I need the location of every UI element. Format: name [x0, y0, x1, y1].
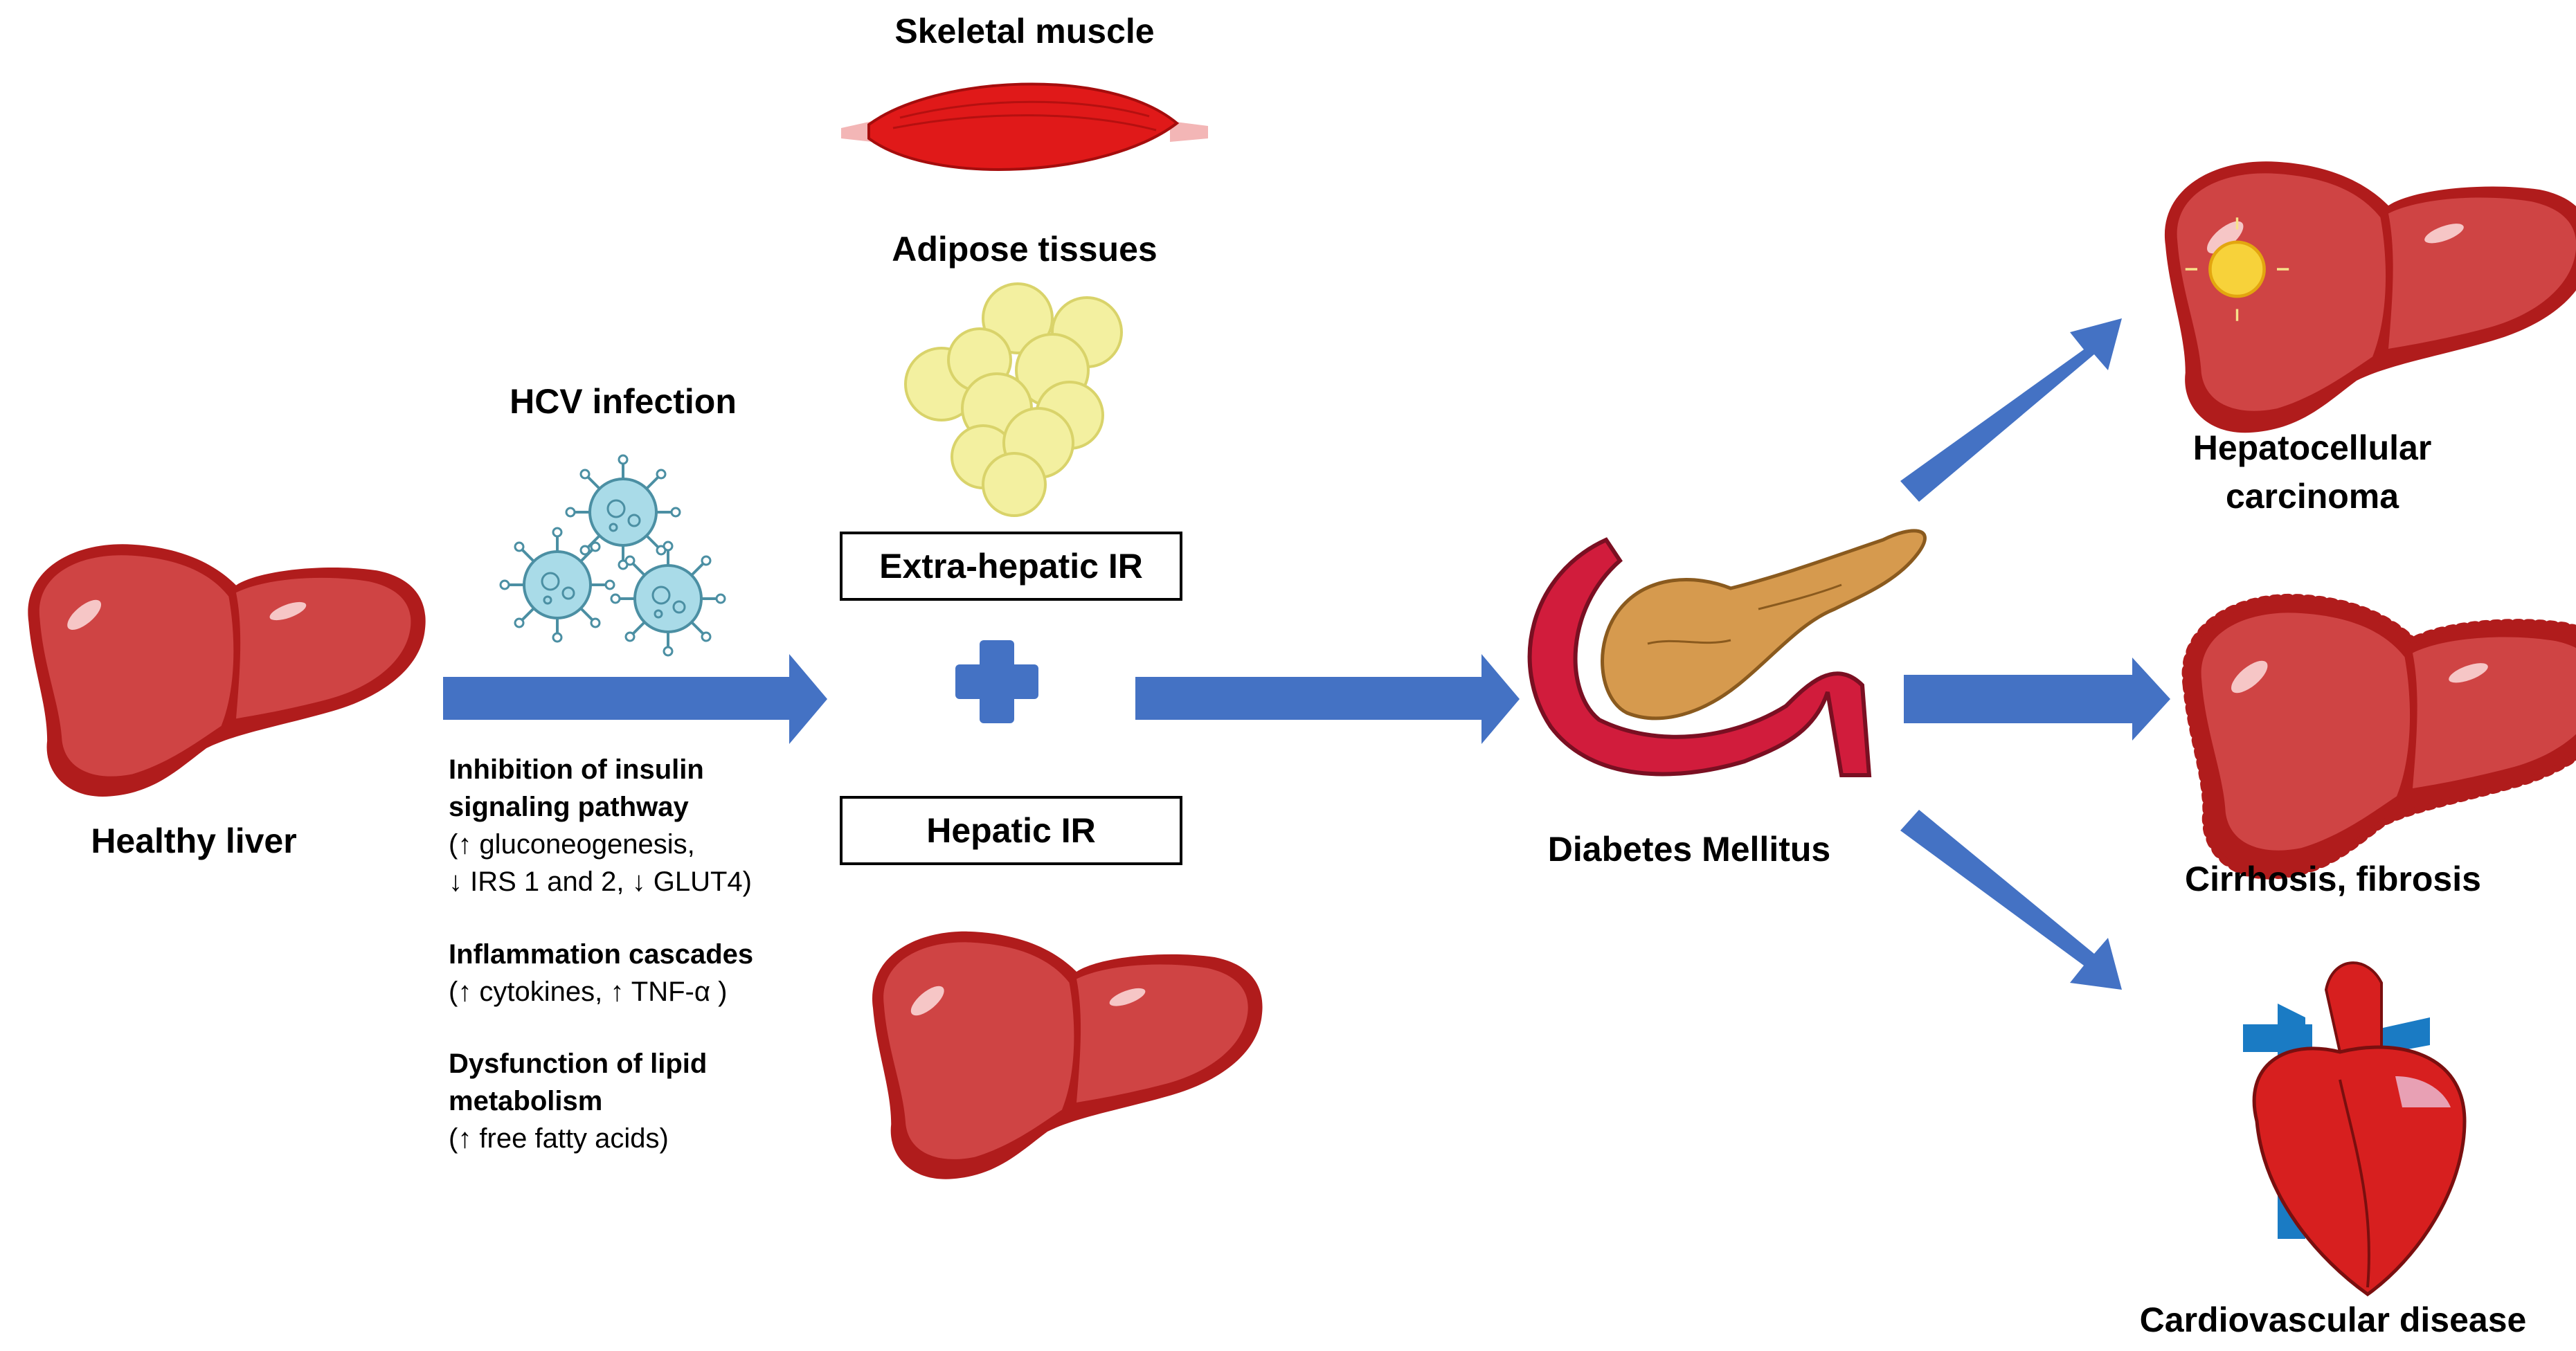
mechanism-detail: (↑ cytokines, ↑ TNF-α )	[449, 977, 728, 1007]
mechanism-detail: (↑ free fatty acids)	[449, 1123, 669, 1154]
mechanism-lipid-metabolism: Dysfunction of lipid metabolism (↑ free …	[449, 1045, 707, 1157]
extra-hepatic-ir-box: Extra-hepatic IR	[840, 532, 1182, 601]
skeletal-muscle-illustration	[841, 82, 1208, 171]
mechanism-inflammation: Inflammation cascades (↑ cytokines, ↑ TN…	[449, 936, 753, 1010]
cirrhosis-fibrosis-label: Cirrhosis, fibrosis	[2185, 860, 2481, 898]
pancreas-illustration	[1527, 529, 1927, 777]
healthy-liver-label: Healthy liver	[91, 822, 297, 860]
mechanism-detail: ↓ IRS 1 and 2, ↓ GLUT4)	[449, 867, 752, 897]
hcc-label-line2: carcinoma	[2225, 477, 2399, 516]
hepatic-ir-box: Hepatic IR	[840, 796, 1182, 865]
diabetes-mellitus-label: Diabetes Mellitus	[1547, 830, 1831, 869]
hcv-infection-label: HCV infection	[510, 382, 737, 421]
arrow-to-cardiovascular	[1900, 810, 2122, 990]
hepatocellular-carcinoma-label: Hepatocellular carcinoma	[2132, 424, 2492, 520]
adipose-tissues-label: Adipose tissues	[892, 230, 1158, 269]
arrow-ir-to-diabetes	[1135, 654, 1520, 744]
mechanism-heading: Inhibition of insulin	[449, 754, 704, 785]
mechanism-heading: Inflammation cascades	[449, 939, 754, 970]
skeletal-muscle-label: Skeletal muscle	[894, 12, 1155, 51]
hepatocellular-carcinoma-liver-illustration	[2164, 161, 2576, 433]
mechanism-heading: metabolism	[449, 1086, 603, 1116]
mechanism-insulin-signaling: Inhibition of insulin signaling pathway …	[449, 751, 752, 900]
healthy-liver-illustration	[28, 544, 426, 797]
mechanism-detail: (↑ gluconeogenesis,	[449, 829, 695, 860]
hcc-label-line1: Hepatocellular	[2192, 428, 2432, 467]
heart-illustration	[2243, 961, 2467, 1297]
plus-icon	[955, 640, 1038, 723]
hepatic-ir-liver-illustration	[872, 931, 1263, 1179]
hcv-virus-icon	[499, 454, 726, 657]
mechanism-heading: signaling pathway	[449, 792, 689, 822]
arrow-to-cirrhosis	[1904, 658, 2170, 741]
cirrhosis-liver-illustration	[2181, 593, 2576, 880]
cardiovascular-disease-label: Cardiovascular disease	[2139, 1300, 2527, 1339]
mechanism-heading: Dysfunction of lipid	[449, 1049, 708, 1079]
arrow-healthy-to-ir	[443, 654, 827, 744]
arrow-to-hcc	[1900, 318, 2122, 502]
adipose-tissue-illustration	[904, 282, 1123, 517]
